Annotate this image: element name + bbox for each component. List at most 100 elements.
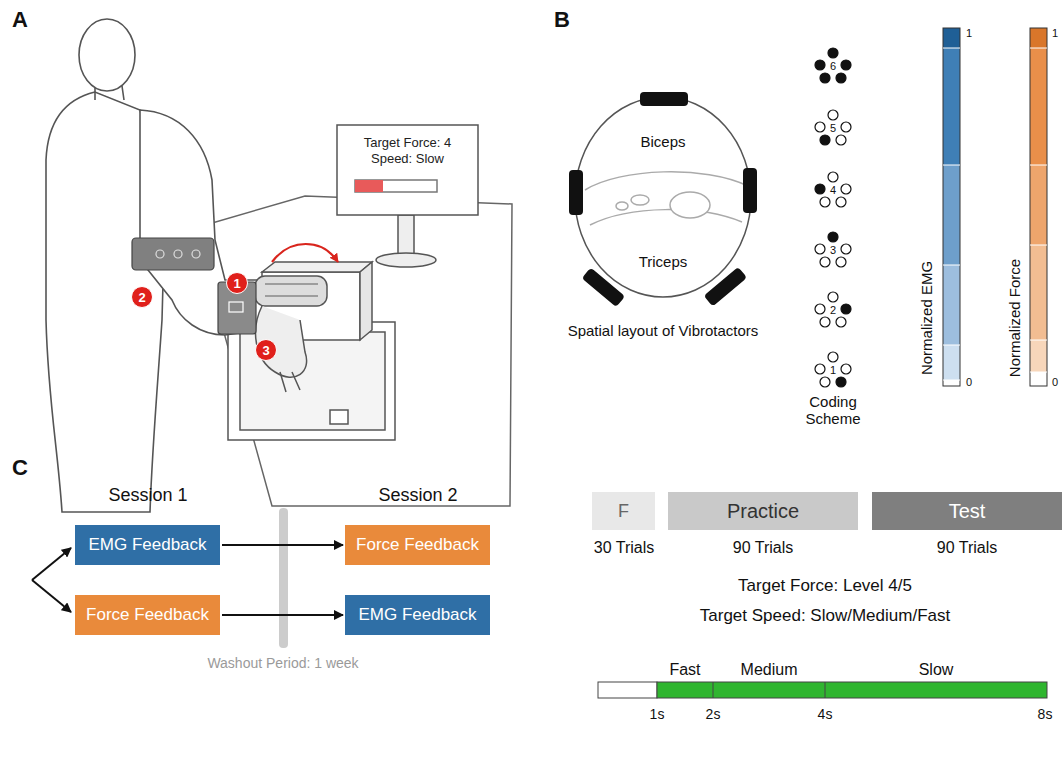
arrow-connector bbox=[222, 544, 343, 546]
hand-orthosis bbox=[255, 276, 327, 306]
trial-count: 90 Trials bbox=[733, 539, 793, 557]
panel-letter: C bbox=[12, 455, 28, 480]
coding-dot bbox=[836, 257, 846, 267]
box-text: EMG Feedback bbox=[358, 604, 476, 625]
force-colorbar bbox=[1030, 28, 1047, 48]
phase-box: Test bbox=[872, 492, 1062, 530]
arm bbox=[140, 110, 262, 335]
speed-label: Fast bbox=[669, 661, 700, 679]
emg-band bbox=[229, 302, 243, 312]
callout-number: 3 bbox=[255, 339, 277, 361]
vibrotactor bbox=[743, 168, 757, 213]
emg-colorbar bbox=[943, 345, 960, 380]
hand-orthosis bbox=[280, 372, 300, 392]
coding-dot bbox=[820, 377, 830, 387]
condition-text: Target Speed: Slow/Medium/Fast bbox=[700, 606, 950, 626]
timeline-bar bbox=[598, 682, 657, 698]
emg-colorbar bbox=[943, 265, 960, 345]
speed-label: Medium bbox=[741, 661, 798, 679]
coding-dot bbox=[815, 60, 825, 70]
monitor-screen: Target Force: 4Speed: Slow bbox=[337, 125, 478, 179]
arm-cross-section bbox=[616, 202, 628, 210]
assignment-fork bbox=[32, 548, 71, 612]
force-colorbar bbox=[1030, 28, 1047, 386]
arm-cross-section bbox=[575, 97, 751, 297]
box-text: F bbox=[618, 500, 629, 523]
emg-colorbar bbox=[943, 165, 960, 265]
axis-caption: Coding Scheme bbox=[797, 393, 869, 428]
washout-bar bbox=[279, 508, 288, 648]
vibrotactor bbox=[640, 92, 688, 106]
condition-box: EMG Feedback bbox=[75, 525, 220, 565]
column-heading: Session 1 bbox=[108, 485, 187, 506]
arm-cross-section bbox=[590, 210, 742, 225]
vibrotactor bbox=[569, 170, 583, 215]
task-boxes bbox=[262, 262, 372, 272]
condition-box: Force Feedback bbox=[75, 595, 220, 635]
coding-dot bbox=[828, 172, 838, 182]
force-colorbar bbox=[1030, 48, 1047, 165]
person-figure bbox=[79, 19, 135, 91]
condition-box: EMG Feedback bbox=[345, 595, 490, 635]
monitor bbox=[398, 215, 414, 257]
box-text: Force Feedback bbox=[356, 534, 479, 555]
person-figure bbox=[95, 86, 124, 100]
force-colorbar bbox=[1030, 48, 1047, 372]
muscle-label: Biceps bbox=[640, 133, 685, 150]
time-tick: 4s bbox=[818, 706, 833, 722]
motion-arrow bbox=[272, 244, 338, 262]
vibrotactor bbox=[582, 267, 625, 307]
force-colorbar bbox=[1030, 245, 1047, 340]
hand-orthosis bbox=[256, 306, 307, 377]
time-tick: 8s bbox=[1038, 706, 1053, 722]
arm bbox=[140, 110, 262, 335]
table bbox=[195, 196, 512, 506]
code-number: 5 bbox=[830, 122, 836, 135]
code-number: 3 bbox=[830, 244, 836, 257]
timeline-bar bbox=[598, 682, 1047, 698]
coding-dot bbox=[836, 197, 846, 207]
vibrotactor bbox=[704, 267, 747, 307]
emg-band bbox=[156, 250, 164, 258]
condition-text: Target Force: Level 4/5 bbox=[738, 576, 912, 596]
coding-dot bbox=[836, 73, 846, 83]
coding-dot bbox=[841, 184, 851, 194]
emg-colorbar bbox=[943, 48, 960, 380]
coding-dot bbox=[836, 377, 846, 387]
monitor bbox=[355, 180, 383, 192]
hand-orthosis bbox=[265, 284, 318, 296]
colorbar-title: Normalized Force bbox=[1006, 259, 1023, 377]
arrow-connector bbox=[222, 614, 343, 616]
monitor bbox=[355, 180, 437, 192]
table bbox=[195, 196, 512, 506]
callout-number: 1 bbox=[226, 272, 248, 294]
coding-dot bbox=[828, 292, 838, 302]
callout-number-text: 2 bbox=[138, 291, 145, 304]
vibrotactor bbox=[569, 92, 757, 307]
coding-dot bbox=[820, 317, 830, 327]
coding-dot bbox=[841, 364, 851, 374]
coding-dot bbox=[815, 48, 851, 387]
box-text: Speed: Slow bbox=[371, 151, 444, 167]
callout-number-text: 3 bbox=[262, 344, 269, 357]
coding-dot bbox=[828, 110, 838, 120]
force-colorbar bbox=[1030, 372, 1047, 386]
phase-box: F bbox=[592, 492, 655, 530]
box-text: EMG Feedback bbox=[88, 534, 206, 555]
task-boxes bbox=[360, 262, 372, 340]
coding-dot bbox=[815, 364, 825, 374]
coding-dot bbox=[828, 352, 838, 362]
force-colorbar bbox=[1030, 28, 1047, 386]
trial-count: 30 Trials bbox=[594, 539, 654, 557]
coding-dot bbox=[841, 122, 851, 132]
emg-band bbox=[132, 238, 256, 334]
callout-number-text: 1 bbox=[233, 277, 240, 290]
task-boxes bbox=[330, 410, 348, 424]
tick-label: 1 bbox=[966, 27, 972, 40]
coding-dot bbox=[815, 122, 825, 132]
task-boxes bbox=[240, 332, 385, 430]
washout-bar bbox=[279, 508, 288, 648]
coding-dot bbox=[820, 257, 830, 267]
